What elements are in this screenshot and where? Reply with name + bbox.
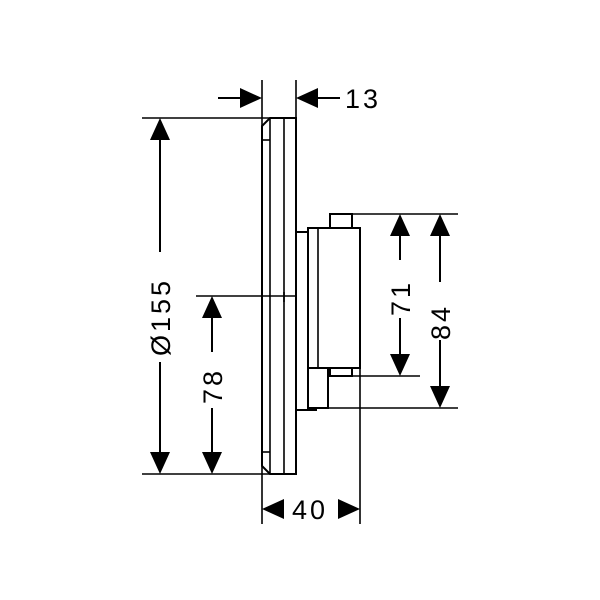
dim-155-label: Ø155	[146, 278, 176, 356]
top-cap	[329, 213, 353, 229]
dimension-diameter-155: Ø155	[146, 118, 176, 474]
product-side-view	[261, 117, 361, 475]
cartridge-housing	[307, 227, 361, 369]
dim-13-arrow-right	[296, 88, 318, 108]
dim-71-label: 71	[386, 280, 416, 316]
dim-78-arrow-top	[202, 296, 222, 318]
dimension-13: 13	[218, 84, 381, 114]
dim-40-arrow-right	[338, 499, 360, 519]
dim-78-label: 78	[198, 368, 228, 404]
dim-40-arrow-left	[262, 499, 284, 519]
dim-78-arrow-bottom	[202, 452, 222, 474]
extension-lines	[142, 80, 458, 524]
dim-71-arrow-bottom	[390, 354, 410, 376]
dim-71-arrow-top	[390, 214, 410, 236]
dim-40-label: 40	[292, 495, 328, 525]
dim-84-label: 84	[426, 304, 456, 340]
dim-84-arrow-top	[430, 214, 450, 236]
bottom-cap	[329, 367, 353, 377]
lower-stem	[307, 367, 329, 409]
dimension-40: 40	[262, 495, 360, 525]
dim-84-arrow-bottom	[430, 386, 450, 408]
dim-155-arrow-top	[150, 118, 170, 140]
dim-13-arrow-left	[240, 88, 262, 108]
dim-155-arrow-bottom	[150, 452, 170, 474]
dimension-84: 84	[426, 214, 456, 408]
dimension-71: 71	[386, 214, 416, 376]
dim-13-label: 13	[345, 84, 381, 114]
dimension-78: 78	[198, 296, 228, 474]
